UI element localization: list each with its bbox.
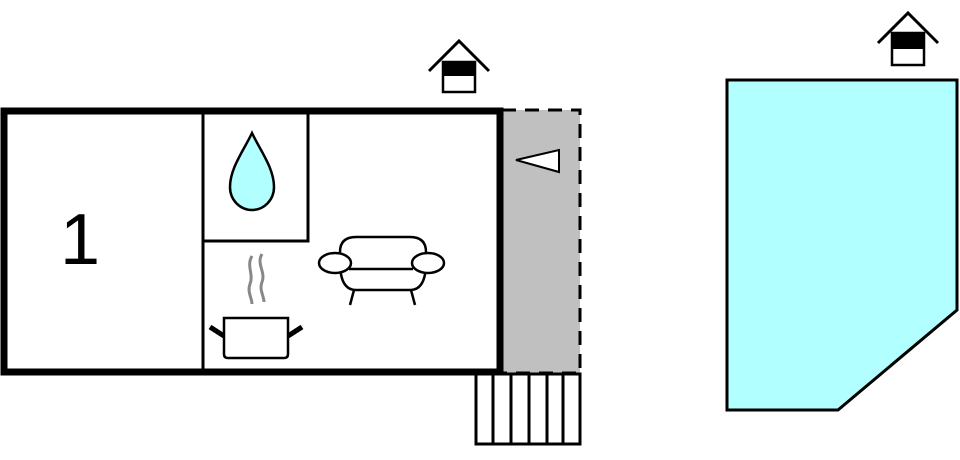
terrace — [502, 108, 582, 375]
house-entrance-icon — [876, 10, 940, 67]
pool — [725, 78, 959, 412]
cooking-pot-icon — [208, 253, 304, 360]
steps — [474, 372, 582, 446]
interior-walls — [201, 111, 310, 372]
sofa-icon — [317, 235, 446, 306]
room-number-label: 1 — [59, 200, 101, 280]
orientation-triangle-icon — [515, 148, 560, 174]
house-entrance-icon — [427, 38, 491, 94]
water-drop-icon — [228, 130, 276, 212]
